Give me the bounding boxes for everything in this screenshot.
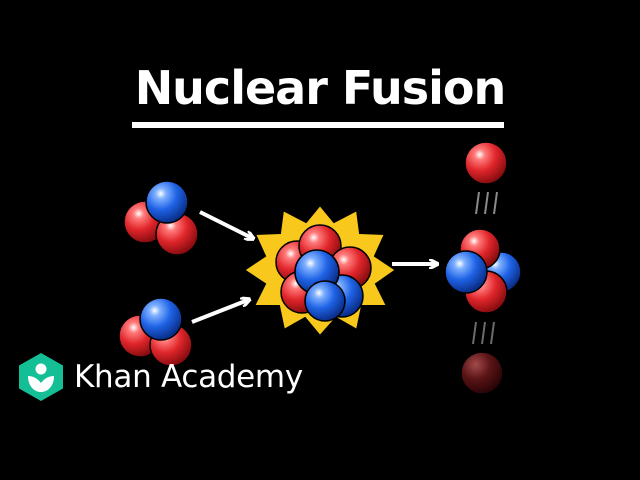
fused-nucleus xyxy=(275,224,372,322)
title-underline xyxy=(132,122,504,128)
neutron xyxy=(139,297,183,341)
arrow-to-collision xyxy=(191,300,248,324)
neutron xyxy=(444,250,488,294)
page-title: Nuclear Fusion xyxy=(134,61,507,115)
neutron xyxy=(145,180,189,224)
motion-lines-up xyxy=(475,191,498,215)
brand-name: Khan Academy xyxy=(74,359,303,395)
motion-lines-down xyxy=(472,321,495,345)
neutron xyxy=(304,280,346,322)
arrow-to-collision xyxy=(199,210,252,238)
ejected-neutron xyxy=(460,351,504,395)
khan-academy-logo-icon xyxy=(19,353,63,401)
helium-nucleus xyxy=(444,228,522,314)
ejected-proton xyxy=(464,141,508,185)
tritium-nucleus xyxy=(118,297,193,367)
deuterium-nucleus xyxy=(123,180,199,256)
brand[interactable]: Khan Academy xyxy=(18,352,303,402)
